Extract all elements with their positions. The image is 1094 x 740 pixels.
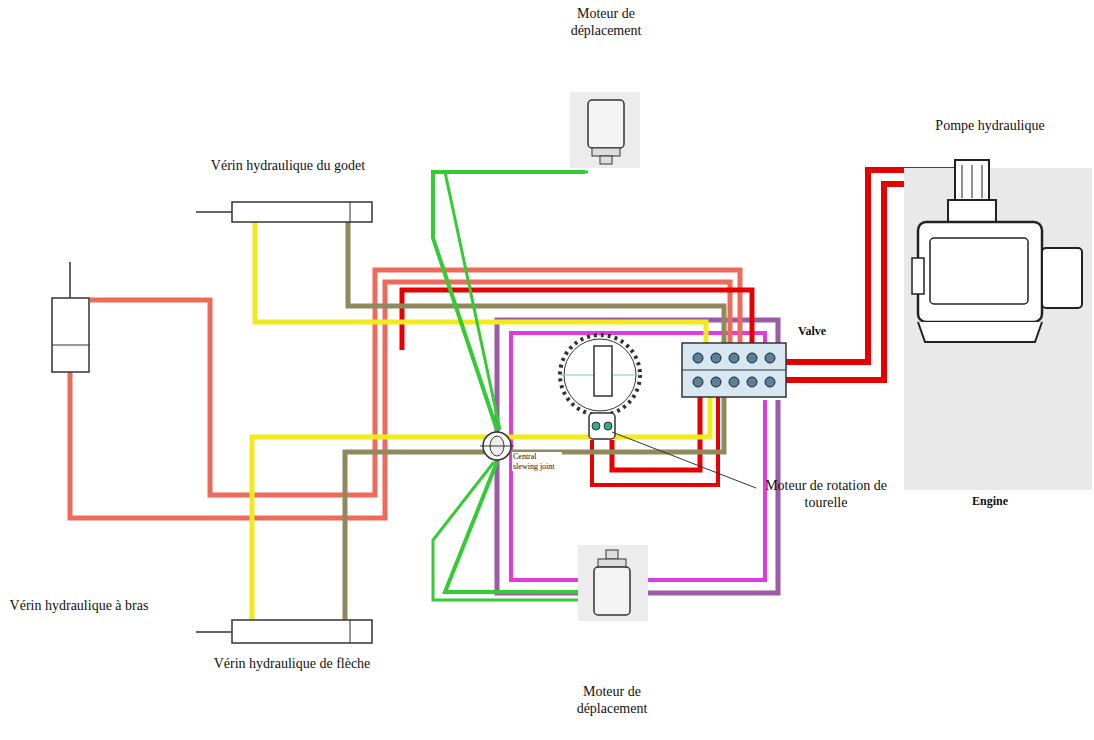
cylinder-cap bbox=[350, 620, 351, 643]
motor-flange bbox=[592, 148, 620, 156]
cylinder-barrel bbox=[52, 298, 89, 372]
image-ground bbox=[578, 545, 648, 621]
bucket-cylinder bbox=[196, 202, 372, 222]
travel-motor bbox=[570, 92, 640, 168]
image-ground bbox=[904, 168, 1092, 490]
image-ground bbox=[570, 92, 640, 168]
motor-port bbox=[606, 550, 618, 559]
leader-line bbox=[612, 432, 756, 488]
hose-green bbox=[445, 462, 595, 592]
motor-body bbox=[594, 346, 612, 396]
cylinder-cap bbox=[52, 345, 89, 346]
engine-pump bbox=[904, 160, 1092, 490]
control-valve bbox=[682, 343, 786, 397]
pump-body bbox=[948, 200, 996, 222]
pump-head bbox=[955, 160, 989, 200]
part-label: Vérin hydraulique de flèche bbox=[202, 656, 382, 673]
engine-sump bbox=[918, 322, 1042, 342]
hoses bbox=[70, 170, 966, 620]
part-label: Vérin hydraulique du godet bbox=[203, 158, 373, 175]
part-label: Moteur de déplacement bbox=[552, 684, 672, 718]
motor-port bbox=[604, 422, 612, 430]
cylinder-cap bbox=[350, 202, 351, 222]
motor-port bbox=[600, 156, 612, 164]
travel-motor bbox=[578, 545, 648, 621]
hose-yellow bbox=[255, 222, 706, 345]
part-label: Vérin hydraulique à bras bbox=[4, 598, 154, 615]
motor-body bbox=[594, 567, 630, 615]
arm-cylinder bbox=[52, 262, 89, 372]
slewing-ring-teeth bbox=[560, 335, 640, 415]
cylinder-barrel bbox=[232, 202, 372, 222]
part-label: Central slewing joint bbox=[512, 452, 562, 471]
hose-green bbox=[433, 172, 585, 430]
part-label: Moteur de déplacement bbox=[546, 6, 666, 40]
hose-olive bbox=[348, 222, 724, 345]
valve-joint bbox=[682, 370, 786, 371]
valve-block bbox=[682, 343, 786, 397]
motor-flange bbox=[598, 559, 626, 567]
central-slewing-joint bbox=[480, 432, 514, 460]
hose-yellow bbox=[252, 397, 710, 620]
cylinder-rod bbox=[196, 631, 232, 633]
motor-port bbox=[592, 422, 600, 430]
part-label: Valve bbox=[787, 324, 837, 338]
cylinder-rod bbox=[196, 211, 232, 213]
part-label: Pompe hydraulique bbox=[930, 118, 1050, 135]
motor-body bbox=[588, 100, 624, 148]
motor-pinion bbox=[589, 413, 615, 439]
engine-block bbox=[918, 222, 1042, 322]
cylinder-rod bbox=[69, 262, 71, 298]
cylinder-barrel bbox=[232, 620, 372, 643]
part-label: Moteur de rotation de tourelle bbox=[758, 478, 894, 512]
part-label: Engine bbox=[955, 494, 1025, 508]
hose-olive bbox=[345, 397, 724, 620]
engine-housing bbox=[1042, 248, 1082, 308]
boom-cylinder bbox=[196, 620, 372, 643]
hose-green bbox=[433, 462, 592, 600]
joint-axis bbox=[480, 446, 514, 447]
